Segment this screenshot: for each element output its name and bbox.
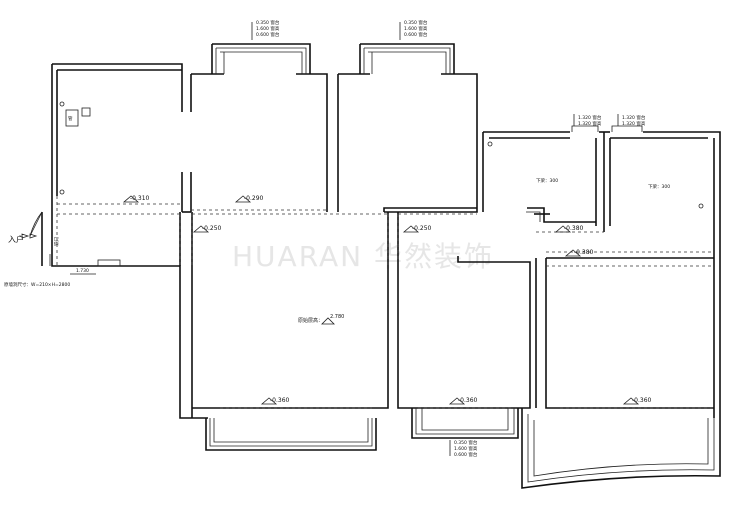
entrance-door[interactable] bbox=[29, 211, 51, 266]
drain-icon bbox=[698, 203, 704, 209]
pipe-label: 管 bbox=[68, 115, 73, 122]
drain-icon bbox=[59, 101, 65, 107]
svg-text:1.600 窗高: 1.600 窗高 bbox=[256, 25, 280, 32]
svg-text:1.600 窗高: 1.600 窗高 bbox=[454, 445, 478, 452]
svg-text:0.350 窗台: 0.350 窗台 bbox=[454, 439, 478, 446]
meter-box bbox=[97, 259, 121, 267]
entrance-label: 入户 bbox=[8, 234, 24, 244]
drain-icon bbox=[59, 189, 65, 195]
drain-icon bbox=[487, 141, 493, 147]
balconies bbox=[205, 43, 721, 489]
ceiling-height-label: 原始层高： bbox=[298, 317, 323, 324]
svg-text:-0.310: -0.310 bbox=[130, 195, 150, 202]
svg-text:-0.250: -0.250 bbox=[202, 225, 222, 232]
pipe-shaft bbox=[65, 109, 79, 127]
svg-text:0.600 窗台: 0.600 窗台 bbox=[256, 31, 280, 38]
svg-text:1.600 窗高: 1.600 窗高 bbox=[404, 25, 428, 32]
svg-text:0.600 窗台: 0.600 窗台 bbox=[404, 31, 428, 38]
ceiling-height-value: 2.780 bbox=[330, 314, 344, 320]
svg-text:0.350 窗台: 0.350 窗台 bbox=[404, 19, 428, 26]
svg-text:-0.360: -0.360 bbox=[270, 397, 290, 404]
door-label: 铁门 bbox=[53, 237, 60, 246]
level-markers: -0.310 -0.290 -0.250 -0.250 -0.380 -0.38… bbox=[122, 195, 652, 405]
window-tag-2: 0.350 窗台 1.600 窗高 0.600 窗台 bbox=[399, 19, 428, 40]
svg-text:1.320 窗高: 1.320 窗高 bbox=[622, 120, 646, 127]
svg-text:0.350 窗台: 0.350 窗台 bbox=[256, 19, 280, 26]
opening-level: 1.730 bbox=[76, 268, 89, 274]
svg-text:-0.380: -0.380 bbox=[574, 249, 594, 256]
svg-text:-0.250: -0.250 bbox=[412, 225, 432, 232]
window-tag-1: 0.350 窗台 1.600 窗高 0.600 窗台 bbox=[251, 19, 280, 40]
svg-text:-0.290: -0.290 bbox=[244, 195, 264, 202]
interior-walls bbox=[179, 132, 714, 418]
svg-text:-0.380: -0.380 bbox=[564, 225, 584, 232]
svg-text:-0.360: -0.360 bbox=[458, 397, 478, 404]
svg-text:1.320 窗台: 1.320 窗台 bbox=[622, 114, 646, 121]
window-tag-3: 1.320 窗台 1.320 窗高 bbox=[573, 114, 602, 127]
svg-text:1.320 窗台: 1.320 窗台 bbox=[578, 114, 602, 121]
svg-text:1.320 窗高: 1.320 窗高 bbox=[578, 120, 602, 127]
beam-label-2: 下梁：300 bbox=[648, 183, 670, 190]
svg-text:-0.360: -0.360 bbox=[632, 397, 652, 404]
beam-tick bbox=[526, 211, 541, 222]
watermark: HUARAN 华然装饰 bbox=[232, 240, 494, 273]
shaft-box bbox=[81, 107, 91, 117]
window-tag-5: 0.350 窗台 1.600 窗高 0.600 窗台 bbox=[449, 439, 478, 458]
beam-lines bbox=[56, 196, 714, 409]
beam-label-1: 下梁：300 bbox=[536, 177, 558, 184]
svg-text:0.600 窗台: 0.600 窗台 bbox=[454, 451, 478, 458]
arrow-icon bbox=[21, 233, 38, 239]
window-tag-4: 1.320 窗台 1.320 窗高 bbox=[617, 114, 646, 127]
opening-note: 原墙洞尺寸：W=210×H=2800 bbox=[4, 281, 70, 288]
